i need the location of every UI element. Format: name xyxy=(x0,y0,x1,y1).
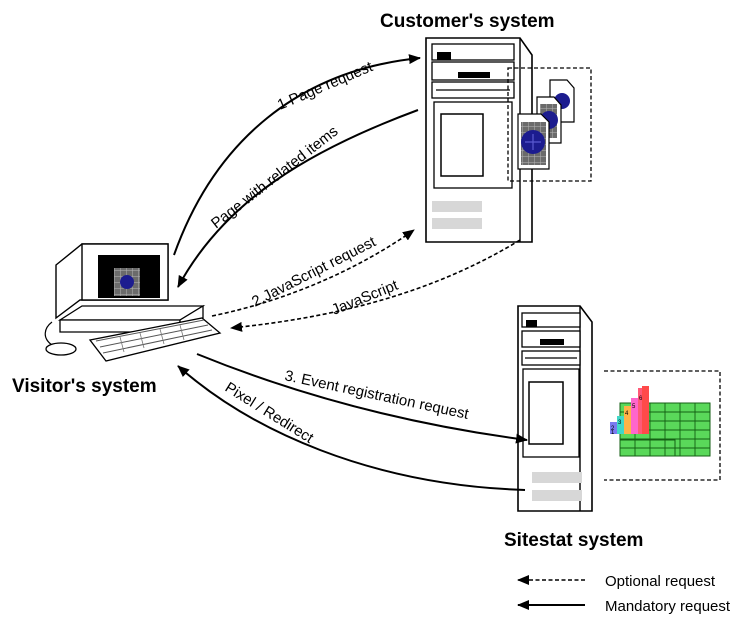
sitestat-storage-box xyxy=(604,370,721,481)
javascript-label: JavaScript xyxy=(329,276,401,318)
legend-mandatory-label: Mandatory request xyxy=(605,598,731,615)
chart-bar-label: 5 xyxy=(632,404,636,410)
chart-bar-label: 6 xyxy=(639,396,643,402)
pixel-redirect-arrow xyxy=(177,365,526,491)
web-pages-icon xyxy=(517,79,575,170)
page-request-arrow xyxy=(173,54,421,256)
customer-system-title: Customer's system xyxy=(380,11,555,32)
event-registration-arrow xyxy=(196,353,528,444)
page-with-related-items-label: Page with related items xyxy=(208,123,341,232)
sitestat-system-title: Sitestat system xyxy=(504,530,643,551)
statistics-chart-icon: 6 5 4 3 2 1 xyxy=(610,386,711,457)
page-with-related-items-arrow xyxy=(177,109,419,288)
sitestat-server-icon xyxy=(517,305,593,512)
legend-optional-label: Optional request xyxy=(605,573,716,590)
javascript-request-arrow xyxy=(211,229,415,317)
legend: Optional request Mandatory request xyxy=(517,573,731,615)
page-request-label: 1 Page request xyxy=(275,58,376,114)
visitor-computer-icon xyxy=(44,243,222,362)
chart-bar-label: 4 xyxy=(625,411,629,417)
pixel-redirect-label: Pixel / Redirect xyxy=(222,379,317,447)
chart-bar-label: 3 xyxy=(618,420,622,426)
chart-bar-label: 1 xyxy=(611,430,615,436)
customer-storage-box xyxy=(507,67,592,182)
javascript-arrow xyxy=(230,239,521,332)
customer-server-icon xyxy=(425,37,533,243)
visitor-system-title: Visitor's system xyxy=(12,376,157,397)
chart-bar-label: 2 xyxy=(611,426,615,432)
